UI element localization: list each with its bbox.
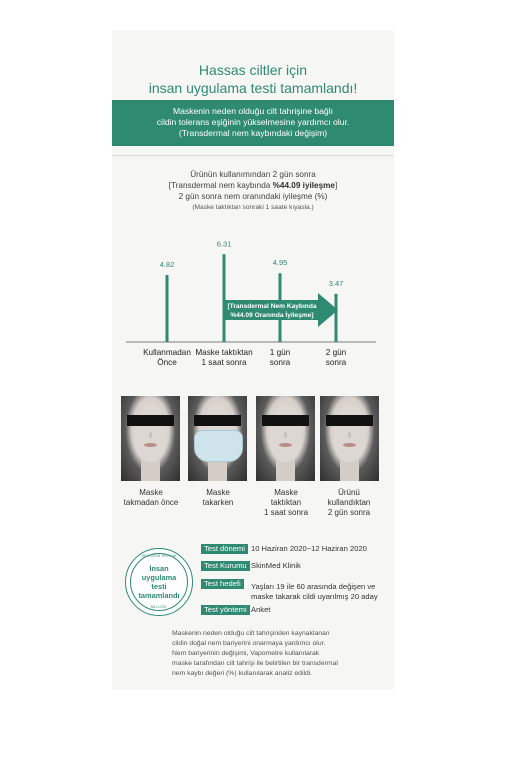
description-line: nem kaybı değeri (%) kullanılarak analiz… — [172, 670, 313, 677]
data-label-0: 4.82 — [160, 260, 175, 269]
divider — [112, 155, 394, 156]
caption-line: taktıktan — [270, 498, 302, 507]
x-tick-label-2: sonra — [270, 358, 291, 367]
headline-line-1: Hassas ciltler için — [198, 62, 308, 78]
value-test-target-1: Yaşları 19 ile 60 arasında değişen ve — [251, 582, 376, 591]
caption-line: Maske — [139, 488, 163, 497]
caption-line: takmadan önce — [123, 498, 179, 507]
stamp-line: tamamlandı — [138, 591, 180, 600]
intro-highlight: %44.09 iyileşme — [272, 181, 335, 190]
description-line: cildin doğal nem bariyerini onarmaya yar… — [172, 640, 326, 647]
description-line: Nem bariyerinin değişimi, Vapometre kull… — [172, 650, 320, 657]
x-tick-label-0: Önce — [157, 357, 177, 367]
x-tick-label-1: Maske taktıktan — [195, 348, 253, 357]
data-label-3: 3.47 — [329, 279, 344, 288]
headline-line-2: insan uygulama testi tamamlandı! — [148, 80, 358, 96]
value-test-method: Anket — [251, 605, 271, 614]
description-line: Maskenin neden olduğu cilt tahrişinden k… — [172, 630, 330, 637]
face-photo-2days-after — [320, 396, 379, 481]
x-tick-label-3: 2 gün — [326, 348, 347, 357]
data-label-2: 4.95 — [273, 258, 288, 267]
intro-prefix: [Transdermal nem kaybında — [168, 181, 273, 190]
stamp-line: testi — [151, 582, 167, 591]
data-label-1: 6.31 — [217, 239, 232, 248]
face-caption-2: Maske takarken — [183, 488, 253, 508]
intro-line-1: Ürünün kullanımından 2 gün sonra — [190, 170, 316, 179]
improvement-arrow — [224, 293, 338, 327]
x-tick-label-3: sonra — [326, 358, 347, 367]
x-tick-label-0: Kullanmadan — [143, 348, 191, 357]
intro-line-2: [Transdermal nem kaybında %44.09 iyileşm… — [112, 181, 394, 191]
caption-line: Maske — [274, 488, 298, 497]
label-test-method: Test yöntemi — [201, 605, 250, 615]
face-caption-3: Maske taktıktan 1 saat sonra — [251, 488, 321, 518]
intro-line-4: (Maske taktıktan sonraki 1 saate kıyasla… — [192, 204, 314, 211]
x-tick-label-1: 1 saat sonra — [201, 358, 247, 367]
caption-line: takarken — [202, 498, 234, 507]
method-description: Maskenin neden olduğu cilt tahrişinden k… — [172, 629, 392, 679]
caption-line: kullandıktan — [327, 498, 371, 507]
face-photo-before — [121, 396, 180, 481]
value-test-target-2: maske takarak cildi uyarılmış 20 aday — [251, 592, 378, 601]
face-caption-1: Maske takmadan önce — [116, 488, 186, 508]
face-caption-4: Ürünü kullandıktan 2 gün sonra — [314, 488, 384, 518]
face-photo-masked — [188, 396, 247, 481]
caption-line: 1 saat sonra — [263, 508, 309, 517]
test-complete-stamp: SELAZEM SERUM İnsan uygulama testi tamam… — [125, 548, 193, 616]
claim-banner: Maskenin neden olduğu cilt tahrişine bağ… — [112, 100, 394, 146]
intro-suffix: ] — [335, 181, 338, 190]
banner-line-3: (Transdermal nem kaybındaki değişim) — [178, 128, 328, 138]
arrow-annotation: %44.09 Oranında İyileşme] — [230, 311, 313, 319]
stamp-line: İnsan — [149, 564, 169, 573]
description-line: maske tarafından cilt tahrişi ile belirt… — [172, 660, 338, 667]
stamp-top-text: SELAZEM SERUM — [141, 554, 177, 558]
label-test-period: Test dönemi — [201, 544, 248, 554]
caption-line: 2 gün sonra — [327, 508, 371, 517]
caption-line: Maske — [206, 488, 230, 497]
stamp-line: uygulama — [141, 573, 177, 582]
label-test-target: Test hedefi — [201, 579, 244, 589]
banner-line-1: Maskenin neden olduğu cilt tahrişine bağ… — [172, 106, 334, 116]
banner-line-2: cildin tolerans eşiğinin yükselmesine ya… — [156, 117, 350, 127]
stamp-main-text: İnsan uygulama testi tamamlandı — [126, 564, 192, 600]
intro-line-3: 2 gün sonra nem oranındaki iyileşme (%) — [178, 192, 328, 201]
caption-line: Ürünü — [338, 488, 360, 497]
arrow-annotation: [Transdermal Nem Kaybında — [227, 303, 316, 310]
value-test-period: 10 Haziran 2020~12 Haziran 2020 — [251, 544, 367, 553]
face-photo-1h-after — [256, 396, 315, 481]
stamp-bottom-text: MİLLİSE — [151, 605, 167, 609]
value-test-institution: SkinMed Klinik — [251, 561, 301, 570]
stamp-ring — [130, 553, 188, 611]
x-tick-label-2: 1 gün — [270, 348, 291, 357]
label-test-institution: Test Kurumu — [201, 561, 250, 571]
